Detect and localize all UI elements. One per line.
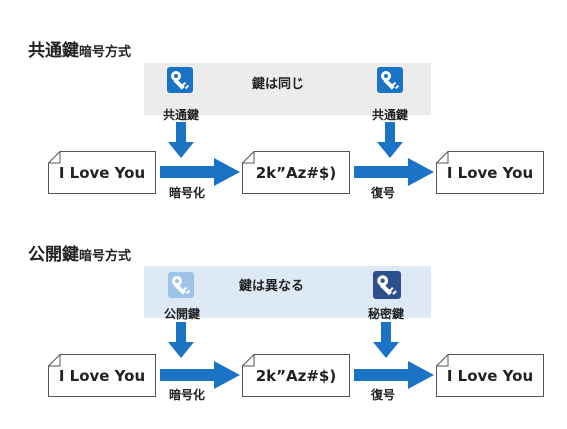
public-encrypt-arrow [160, 361, 240, 389]
public-plain-text-left: I Love You [58, 366, 146, 385]
public-decrypt-arrow [354, 361, 434, 389]
common-plain-doc-right: I Love You [436, 151, 544, 194]
key-icon [373, 271, 401, 299]
common-plain-text-left: I Love You [58, 163, 146, 182]
public-right-key-label: 秘密鍵 [367, 307, 405, 321]
common-left-key-label: 共通鍵 [162, 108, 200, 122]
common-cipher-text: 2k”Az#$) [255, 163, 337, 182]
common-cipher-doc: 2k”Az#$) [242, 151, 350, 194]
public-decrypt-label: 復号 [370, 388, 396, 402]
common-decrypt-arrow [354, 158, 434, 186]
public-encrypt-label: 暗号化 [168, 388, 206, 402]
key-icon [377, 67, 403, 93]
common-encrypt-arrow [160, 158, 240, 186]
public-title-sub: 暗号方式 [79, 249, 132, 264]
common-encrypt-label: 暗号化 [168, 186, 206, 200]
public-right-down-arrow [373, 322, 399, 358]
common-left-down-arrow [168, 122, 194, 158]
public-band-label: 鍵は異なる [239, 279, 305, 294]
common-band-label: 鍵は同じ [252, 77, 305, 92]
public-plain-doc-left: I Love You [48, 354, 156, 397]
public-title-main: 公開鍵 [28, 245, 79, 265]
common-plain-doc-left: I Love You [48, 151, 156, 194]
key-icon [168, 272, 194, 298]
public-cipher-text: 2k”Az#$) [255, 366, 337, 385]
public-left-down-arrow [168, 322, 194, 358]
public-cipher-doc: 2k”Az#$) [242, 354, 350, 397]
common-title-main: 共通鍵 [28, 41, 79, 61]
common-right-down-arrow [377, 122, 403, 158]
public-plain-text-right: I Love You [446, 366, 534, 385]
common-plain-text-right: I Love You [446, 163, 534, 182]
common-right-key-label: 共通鍵 [371, 108, 409, 122]
public-left-key-label: 公開鍵 [163, 307, 201, 321]
common-decrypt-label: 復号 [370, 186, 396, 200]
key-icon [167, 67, 193, 93]
section-common-title: 共通鍵暗号方式 [28, 36, 131, 61]
section-public-title: 公開鍵暗号方式 [28, 240, 131, 265]
public-plain-doc-right: I Love You [436, 354, 544, 397]
common-title-sub: 暗号方式 [79, 45, 132, 60]
